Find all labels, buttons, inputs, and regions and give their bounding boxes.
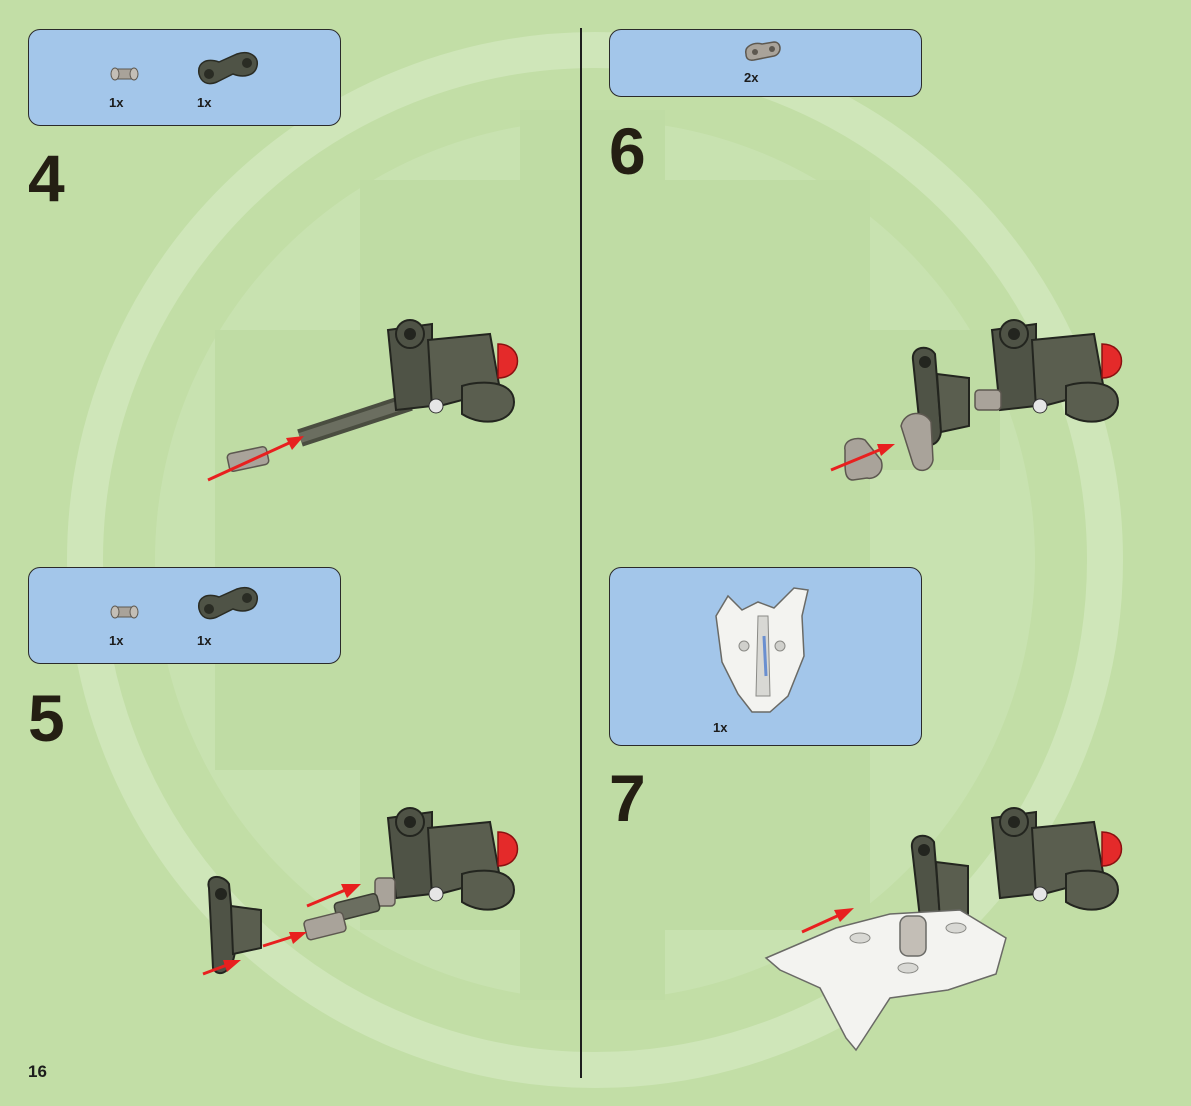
step-number: 7 xyxy=(609,765,646,831)
step-7-illustration xyxy=(760,798,1125,1058)
step-5-illustration xyxy=(195,798,530,993)
parts-callout-step-7: 1x xyxy=(609,567,922,746)
parts-callout-step-5: 1x 1x xyxy=(28,567,341,664)
column-divider xyxy=(580,28,582,1078)
part-qty: 1x xyxy=(197,95,211,110)
white-armor-plate-icon xyxy=(708,576,818,714)
part-qty: 1x xyxy=(109,633,123,648)
parts-callout-step-6: 2x xyxy=(609,29,922,97)
step-number: 5 xyxy=(28,685,65,751)
connector-peg-icon xyxy=(109,64,141,84)
beam-link-icon xyxy=(742,40,782,62)
part-qty: 1x xyxy=(197,633,211,648)
page-number: 16 xyxy=(28,1062,47,1082)
parts-callout-step-4: 1x 1x xyxy=(28,29,341,126)
part-qty: 2x xyxy=(744,70,758,85)
step-number: 4 xyxy=(28,145,65,211)
dark-gray-limb-icon xyxy=(193,48,263,88)
step-number: 6 xyxy=(609,118,646,184)
dark-gray-limb-icon xyxy=(193,583,263,623)
step-6-illustration xyxy=(825,310,1125,505)
connector-peg-icon xyxy=(109,602,141,622)
part-qty: 1x xyxy=(109,95,123,110)
part-qty: 1x xyxy=(713,720,727,735)
step-4-illustration xyxy=(200,310,530,500)
